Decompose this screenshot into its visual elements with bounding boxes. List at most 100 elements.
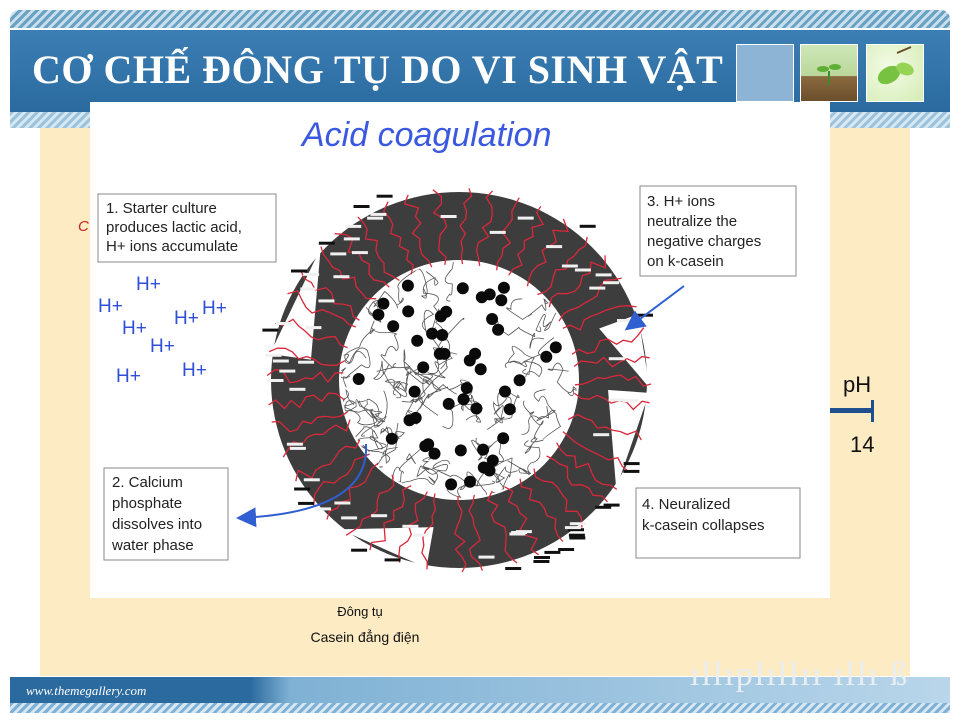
calcium-phosphate-dot — [401, 279, 414, 292]
note-2-line-3: dissolves into — [112, 516, 202, 533]
k-casein-hair — [486, 490, 518, 564]
casein-strand — [341, 388, 356, 419]
k-casein-hair — [508, 205, 545, 276]
note-3-line-3: negative charges — [647, 233, 761, 250]
negative-charge — [289, 387, 306, 391]
calcium-phosphate-dot — [402, 305, 415, 318]
casein-strand — [432, 262, 454, 302]
k-casein-hair — [357, 216, 400, 282]
k-casein-hair — [268, 347, 345, 366]
thumbnail-blank — [736, 44, 794, 102]
negative-charge — [305, 326, 322, 330]
note-3-box: 3. H+ ions neutralize the negative charg… — [639, 185, 797, 277]
calcium-phosphate-dot — [503, 403, 516, 416]
negative-charge — [593, 433, 610, 437]
note-2-box: 2. Calcium phosphate dissolves into wate… — [103, 467, 229, 561]
calcium-phosphate-dot — [442, 397, 455, 410]
calcium-phosphate-dot — [513, 374, 526, 387]
h-ion: H+ — [98, 296, 123, 317]
note-4-line-2: k-casein collapses — [642, 517, 765, 534]
calcium-phosphate-dot — [411, 334, 424, 347]
k-casein-hair — [567, 413, 642, 441]
ph-scale-max: 14 — [850, 432, 875, 457]
negative-charge — [511, 531, 528, 534]
negative-charge — [289, 446, 306, 450]
calcium-phosphate-dot — [352, 373, 365, 385]
negative-charge — [272, 359, 289, 363]
calcium-phosphate-dot — [492, 323, 505, 336]
diagram-title: Acid coagulation — [300, 116, 552, 154]
negative-charge — [267, 379, 284, 382]
negative-charge — [318, 299, 335, 303]
calcium-phosphate-dot — [477, 461, 490, 474]
k-casein-hair — [300, 270, 360, 321]
calcium-phosphate-dot — [499, 385, 511, 398]
k-casein-hair — [573, 392, 650, 411]
negative-charge — [617, 319, 633, 322]
negative-charge — [413, 533, 429, 537]
k-casein-hair — [556, 442, 618, 490]
calcium-phosphate-dot — [497, 281, 510, 294]
negative-charge — [315, 507, 331, 511]
calcium-phosphate-dot — [454, 444, 467, 457]
k-casein-hair — [519, 478, 564, 542]
calcium-phosphate-dot — [457, 393, 470, 406]
caption-coagulation: Đông tụ — [337, 604, 383, 619]
k-casein-hair — [537, 236, 588, 296]
note-2-line-1: 2. Calcium — [112, 474, 183, 491]
k-casein-hair — [295, 439, 361, 482]
negative-charge — [623, 462, 640, 466]
casein-strand — [392, 349, 422, 391]
casein-strand — [357, 398, 381, 424]
h-ion: H+ — [150, 336, 175, 357]
negative-charge — [303, 272, 320, 276]
casein-strand — [416, 465, 466, 483]
casein-strand — [341, 350, 367, 388]
negative-charge — [345, 224, 362, 228]
negative-charge — [505, 567, 522, 570]
footer-url: www.themegallery.com — [26, 683, 147, 698]
note-3-line-2: neutralize the — [647, 213, 737, 230]
note-1-line-3: H+ ions accumulate — [106, 238, 238, 255]
negative-charge — [402, 524, 419, 528]
negative-charge — [623, 469, 640, 473]
negative-charge — [298, 360, 315, 364]
calcium-phosphate-dot — [377, 297, 390, 310]
casein-strand — [415, 384, 457, 416]
casein-strand — [349, 430, 387, 452]
k-casein-hair — [573, 355, 650, 368]
k-casein-hairs — [266, 188, 652, 573]
casein-strand — [427, 352, 458, 379]
k-casein-hair — [268, 392, 346, 410]
calcium-phosphate-dot — [486, 313, 499, 325]
k-casein-hair — [558, 277, 622, 322]
calcium-phosphate-dot — [428, 447, 441, 460]
arrow-to-water-phase — [236, 443, 368, 528]
negative-charge — [568, 533, 585, 537]
negative-charge — [333, 275, 350, 279]
calcium-phosphate-dot — [422, 438, 435, 451]
k-casein-hair — [504, 486, 540, 556]
leaf-icon — [877, 46, 914, 85]
casein-strand — [471, 437, 504, 462]
negative-charge — [279, 369, 296, 373]
ph-scale-tick — [871, 400, 874, 422]
note-1-line-2: produces lactic acid, — [106, 219, 242, 236]
calcium-phosphate-dot — [540, 350, 553, 363]
casein-strand — [396, 268, 428, 306]
h-ion: H+ — [136, 274, 161, 295]
header-top-stripe — [10, 10, 950, 28]
note-3-line-4: on k-casein — [647, 253, 724, 270]
negative-charge — [318, 241, 335, 245]
k-casein-hair — [571, 327, 645, 355]
note-4-box: 4. Neuralized k-casein collapses — [635, 487, 801, 559]
k-casein-hair — [369, 485, 412, 551]
negative-charge — [568, 528, 584, 532]
negative-charge — [294, 487, 311, 491]
k-casein-hair — [320, 246, 377, 300]
negative-charge — [286, 442, 303, 446]
casein-strand — [404, 365, 433, 386]
calcium-phosphate-dot — [409, 411, 422, 424]
negative-charge — [300, 287, 317, 291]
negative-charge — [517, 216, 534, 220]
